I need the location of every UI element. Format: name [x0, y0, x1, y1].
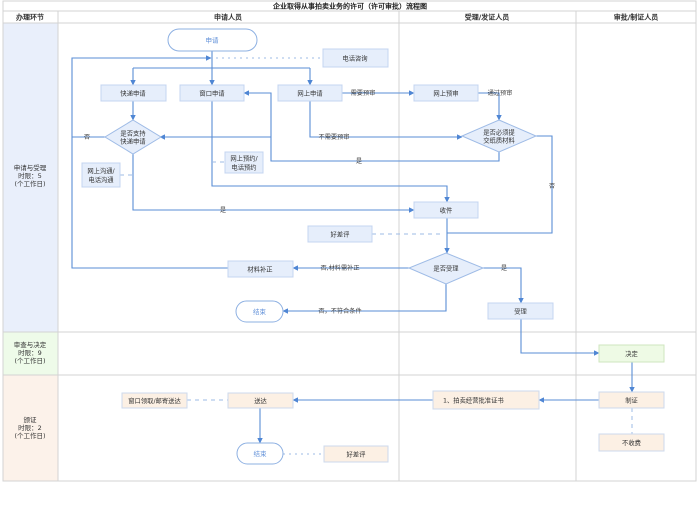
node-label: 决定: [625, 349, 638, 358]
lane-label-issue: 颁证 时限：2 (个工作日): [14, 415, 45, 440]
connector-window-to-receive: [211, 101, 450, 203]
connector-paper-yes: [243, 90, 500, 162]
node-label: 结束: [253, 307, 267, 316]
node-accept: 受理: [487, 302, 554, 320]
edge-label-accept-yes: 是: [501, 265, 507, 272]
node-pickup: 窗口领取/邮寄送达: [121, 392, 188, 409]
node-express-apply: 快递申请: [100, 84, 167, 102]
edge-label-accept-no-fix: 否,材料需补正: [320, 264, 359, 272]
connector-loop-back: [71, 55, 228, 269]
connector-no-pretrial: [309, 101, 463, 140]
node-label: 结束: [254, 449, 268, 458]
node-deliver: 送达: [227, 392, 294, 409]
header-acceptance: 受理/发证人员: [465, 13, 510, 22]
lane-unit: (个工作日): [14, 179, 45, 188]
connector-express-yes: [132, 154, 415, 213]
lane-label-review: 审查与决定 时限：9 (个工作日): [14, 340, 47, 365]
lane-name: 颁证: [24, 415, 38, 424]
lane-bg-review: [3, 332, 58, 375]
node-online-apply: 网上申请: [277, 84, 343, 102]
lane-bg-issue: [3, 375, 58, 481]
node-online-comm: 网上沟通/ 电话沟通: [81, 162, 121, 188]
node-receive: 收件: [413, 201, 479, 219]
edge-label-need-pretrial: 需要预审: [351, 89, 376, 97]
lane-time-limit: 时限：2: [18, 423, 42, 432]
chart-title: 企业取得从事拍卖业务的许可（许可审批）流程图: [272, 2, 427, 11]
node-review-2: 好差评: [323, 445, 389, 463]
lane-label-apply: 申请与受理 时限：5 (个工作日): [14, 163, 47, 188]
node-label: 送达: [254, 396, 267, 405]
node-label: 电话咨询: [342, 54, 367, 63]
node-label-line2: 电话沟通: [88, 175, 114, 184]
lane-unit: (个工作日): [14, 431, 45, 440]
node-online-pretrial: 网上预审: [413, 84, 479, 102]
node-end-1: 结束: [235, 300, 284, 323]
node-label: 窗口领取/邮寄送达: [128, 396, 181, 405]
node-label: 网上申请: [297, 89, 323, 98]
node-no-fee: 不收费: [598, 433, 665, 452]
node-label: 快递申请: [120, 89, 146, 98]
node-decide: 决定: [598, 344, 665, 363]
connectors: [71, 51, 635, 455]
node-decision-paper: 是否必须提 交纸质材料: [460, 119, 538, 153]
connector-accept-yes: [483, 267, 524, 304]
node-label-line1: 网上沟通/: [87, 166, 115, 175]
edge-label-paper-yes: 是: [356, 158, 362, 165]
node-label: 不收费: [622, 438, 641, 447]
edge-label-paper-no: 否: [549, 183, 555, 190]
node-label-line1: 是否必须提: [483, 128, 515, 137]
edge-label-pass-pretrial: 通过预审: [488, 89, 513, 97]
edge-label-no-pretrial: 不需要预审: [319, 133, 350, 141]
header-applicant: 申请人员: [214, 13, 242, 22]
lane-time-limit: 时限：9: [18, 348, 42, 357]
connector-pass-pretrial: [478, 92, 502, 121]
node-decision-accept: 是否受理: [407, 252, 485, 285]
node-end-2: 结束: [236, 442, 284, 465]
edge-label-accept-no-reject: 否，不符合条件: [318, 307, 361, 315]
swimlane-grid: [2, 0, 697, 482]
node-label: 好差评: [347, 450, 367, 459]
lane-name: 审查与决定: [14, 340, 47, 349]
lane-time-limit: 时限：5: [18, 171, 42, 180]
header-approval: 审批/制证人员: [614, 13, 659, 22]
node-label: 申请: [206, 36, 220, 45]
node-label-line2: 快递申请: [120, 137, 146, 146]
node-certificate: 1、拍卖经营批准证书: [432, 390, 540, 410]
header-stage: 办理环节: [16, 13, 44, 22]
connector-accept-no-reject: [282, 284, 447, 314]
node-label: 是否受理: [433, 264, 459, 273]
connector-paper-no: [447, 135, 553, 234]
edge-label-express-no: 否: [84, 134, 90, 141]
node-online-booking: 网上预约/ 电话预约: [224, 151, 264, 174]
node-label: 好差评: [331, 230, 351, 239]
node-label-line2: 电话预约: [231, 163, 256, 172]
node-decision-express: 是否支持 快递申请: [104, 119, 162, 155]
node-label-line1: 是否支持: [120, 129, 146, 138]
node-material-fix: 材料补正: [227, 260, 294, 278]
lane-name: 申请与受理: [14, 163, 47, 172]
node-window-apply: 窗口申请: [179, 84, 245, 102]
lane-unit: (个工作日): [14, 356, 45, 365]
node-label: 1、拍卖经营批准证书: [443, 396, 504, 405]
node-label: 受理: [514, 307, 527, 316]
node-label: 网上预审: [433, 89, 458, 98]
node-certify: 制证: [598, 391, 665, 409]
node-start: 申请: [167, 28, 258, 52]
edge-label-express-yes: 是: [220, 207, 226, 214]
lane-bg-apply: [3, 23, 58, 332]
node-label: 窗口申请: [199, 89, 225, 98]
node-label-line1: 网上预约/: [230, 154, 258, 163]
node-label: 制证: [625, 396, 638, 405]
node-review-1: 好差评: [307, 225, 373, 243]
edge-labels: 否 需要预审 通过预审 不需要预审 是 否 是 否,材料需补正 否，不符合条件 …: [84, 89, 555, 315]
node-label: 材料补正: [247, 265, 272, 274]
node-label-line2: 交纸质材料: [483, 136, 515, 145]
node-label: 收件: [440, 206, 453, 215]
connector-accept-to-decide: [520, 319, 600, 356]
node-phone-consult: 电话咨询: [322, 48, 389, 68]
